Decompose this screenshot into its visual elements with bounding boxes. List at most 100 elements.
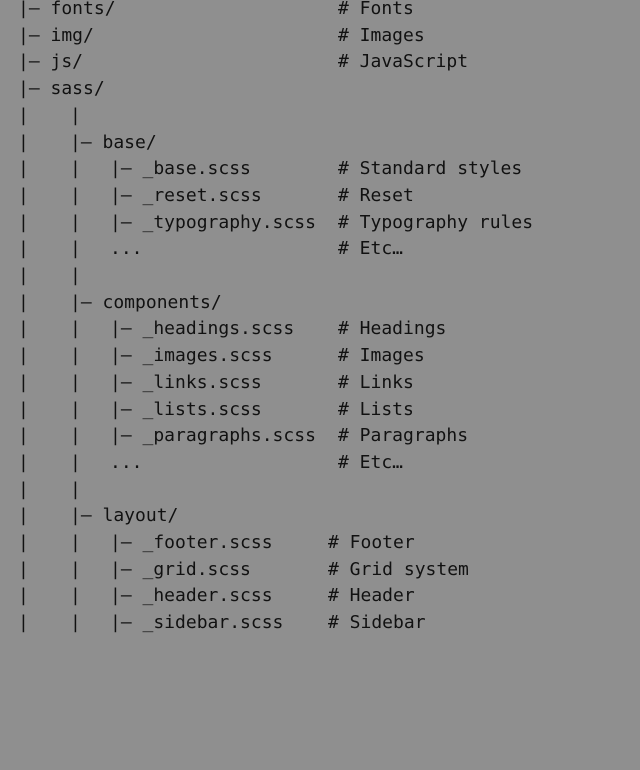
tree-comment: # Typography rules: [338, 211, 534, 233]
tree-pipe: |: [18, 238, 29, 260]
tree-pipe: |: [18, 505, 29, 527]
tree-pipe: |: [70, 265, 81, 286]
tree-pipe: |: [18, 211, 29, 233]
tree-pipe: |: [18, 371, 29, 393]
tree-node: |– img/: [18, 24, 94, 46]
tree-pipe: |: [70, 451, 81, 473]
tree-line: | | |– _typography.scss # Typography rul…: [0, 210, 533, 237]
tree-pipe: |: [70, 398, 81, 420]
tree-pipe: |: [18, 478, 29, 500]
tree-node: |– _sidebar.scss: [110, 612, 284, 634]
tree-line: | | |– _images.scss # Images: [0, 343, 425, 370]
tree-node: |– _grid.scss: [110, 558, 251, 580]
tree-line: | | |– _base.scss # Standard styles: [0, 156, 522, 183]
tree-node: |– components/: [70, 291, 222, 313]
tree-line: | | |– _links.scss # Links: [0, 370, 414, 397]
tree-pipe: |: [70, 345, 81, 367]
directory-tree: |– fonts/ # Fonts |– img/ # Images |– js…: [0, 0, 533, 637]
tree-node: |– _images.scss: [110, 345, 273, 367]
tree-pipe: |: [18, 158, 29, 180]
tree-comment: # Sidebar: [328, 612, 426, 634]
tree-node: |– _base.scss: [110, 158, 251, 180]
tree-pipe: |: [70, 238, 81, 260]
tree-pipe: |: [18, 585, 29, 607]
tree-node: |– _lists.scss: [110, 398, 262, 420]
tree-pipe: |: [18, 318, 29, 340]
tree-node: |– js/: [18, 51, 84, 73]
tree-pipe: |: [70, 558, 81, 580]
tree-ellipsis: ...: [110, 451, 143, 473]
tree-comment: # Links: [338, 371, 414, 393]
tree-comment: # Reset: [338, 184, 414, 206]
tree-line: | | |– _headings.scss # Headings: [0, 316, 446, 343]
tree-line: |– js/ # JavaScript: [0, 49, 468, 76]
tree-pipe: |: [70, 612, 81, 634]
tree-pipe: |: [18, 425, 29, 447]
tree-comment: # Headings: [338, 318, 447, 340]
tree-node: |– _typography.scss: [110, 211, 316, 233]
tree-pipe: |: [70, 211, 81, 233]
tree-comment: # Etc…: [338, 238, 404, 260]
tree-pipe: |: [18, 398, 29, 420]
tree-comment: # Lists: [338, 398, 414, 420]
tree-pipe: |: [18, 558, 29, 580]
tree-comment: # Fonts: [338, 0, 414, 19]
tree-node: |– _footer.scss: [110, 532, 273, 553]
tree-node: |– _headings.scss: [110, 318, 295, 340]
tree-pipe: |: [18, 131, 29, 153]
tree-comment: # JavaScript: [338, 51, 469, 73]
tree-line: | |– layout/: [0, 503, 178, 530]
tree-line: | | |– _paragraphs.scss # Paragraphs: [0, 423, 468, 450]
tree-node: |– _links.scss: [110, 371, 262, 393]
tree-line: |– img/ # Images: [0, 23, 425, 50]
tree-node: |– _paragraphs.scss: [110, 425, 316, 447]
tree-pipe: |: [70, 532, 81, 553]
tree-ellipsis: ...: [110, 238, 143, 260]
tree-pipe: |: [70, 158, 81, 180]
tree-pipe: |: [70, 184, 81, 206]
tree-line: | | ... # Etc…: [0, 450, 403, 477]
tree-line: | | |– _sidebar.scss # Sidebar: [0, 610, 426, 637]
tree-line: | | |– _header.scss # Header: [0, 583, 415, 610]
tree-line: |– fonts/ # Fonts: [0, 0, 414, 23]
tree-pipe: |: [70, 425, 81, 447]
tree-node: |– _reset.scss: [110, 184, 262, 206]
tree-line: | |– components/: [0, 290, 222, 317]
tree-line: |– sass/: [0, 76, 105, 103]
tree-line: | | |– _lists.scss # Lists: [0, 397, 414, 424]
tree-comment: # Images: [338, 345, 425, 367]
tree-pipe: |: [18, 345, 29, 367]
tree-pipe: |: [18, 184, 29, 206]
tree-line: | | |– _footer.scss # Footer: [0, 530, 415, 557]
tree-pipe: |: [18, 291, 29, 313]
tree-node: |– base/: [70, 131, 157, 153]
tree-node: |– _header.scss: [110, 585, 273, 607]
tree-pipe: |: [70, 585, 81, 607]
tree-comment: # Paragraphs: [338, 425, 469, 447]
tree-line: | | ... # Etc…: [0, 236, 403, 263]
tree-line: | |: [0, 477, 81, 504]
tree-pipe: |: [70, 478, 81, 500]
tree-pipe: |: [18, 104, 29, 126]
tree-comment: # Standard styles: [338, 158, 523, 180]
tree-comment: # Images: [338, 24, 425, 46]
tree-line: | | |– _grid.scss # Grid system: [0, 557, 469, 584]
tree-pipe: |: [70, 104, 81, 126]
tree-pipe: |: [18, 265, 29, 286]
tree-pipe: |: [70, 371, 81, 393]
tree-pipe: |: [18, 451, 29, 473]
tree-pipe: |: [18, 612, 29, 634]
tree-pipe: |: [70, 318, 81, 340]
tree-node: |– fonts/: [18, 0, 116, 19]
tree-comment: # Etc…: [338, 451, 404, 473]
tree-line: | | |– _reset.scss # Reset: [0, 183, 414, 210]
tree-pipe: |: [18, 532, 29, 553]
tree-comment: # Grid system: [328, 558, 469, 580]
tree-line: | |: [0, 103, 81, 130]
tree-comment: # Footer: [328, 532, 415, 553]
tree-node: |– layout/: [70, 505, 179, 527]
tree-comment: # Header: [328, 585, 415, 607]
tree-line: | |– base/: [0, 130, 157, 157]
tree-node: |– sass/: [18, 78, 105, 100]
tree-line: | |: [0, 263, 81, 290]
